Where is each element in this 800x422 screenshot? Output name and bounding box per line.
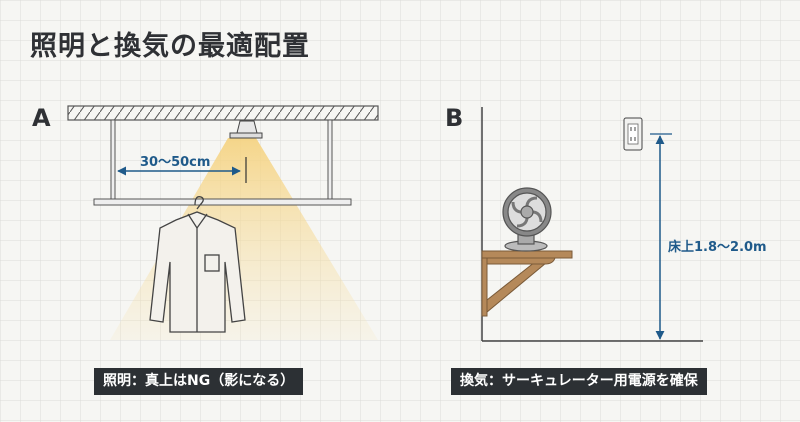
circulator-fan-icon	[502, 187, 552, 252]
panel-a-caption: 照明：真上はNG（影になる）	[94, 368, 304, 395]
panel-b-label: B	[445, 104, 464, 132]
panel-a-dimension: 30〜50cm	[140, 155, 211, 170]
shirt-icon	[149, 196, 246, 333]
pole-left	[110, 119, 116, 206]
outlet-icon	[623, 117, 643, 151]
hanging-rail	[93, 198, 352, 206]
page-title: 照明と換気の最適配置	[30, 31, 310, 62]
pole-right	[327, 119, 333, 206]
panel-a-illustration	[67, 105, 379, 340]
panel-b-dimension: 床上1.8〜2.0m	[668, 240, 767, 255]
panel-a-label: A	[32, 104, 51, 132]
panel-b-illustration	[481, 107, 703, 342]
panel-b-caption: 換気：サーキュレーター用電源を確保	[451, 368, 707, 395]
light-fixture-icon	[229, 120, 263, 139]
ceiling	[67, 105, 379, 121]
